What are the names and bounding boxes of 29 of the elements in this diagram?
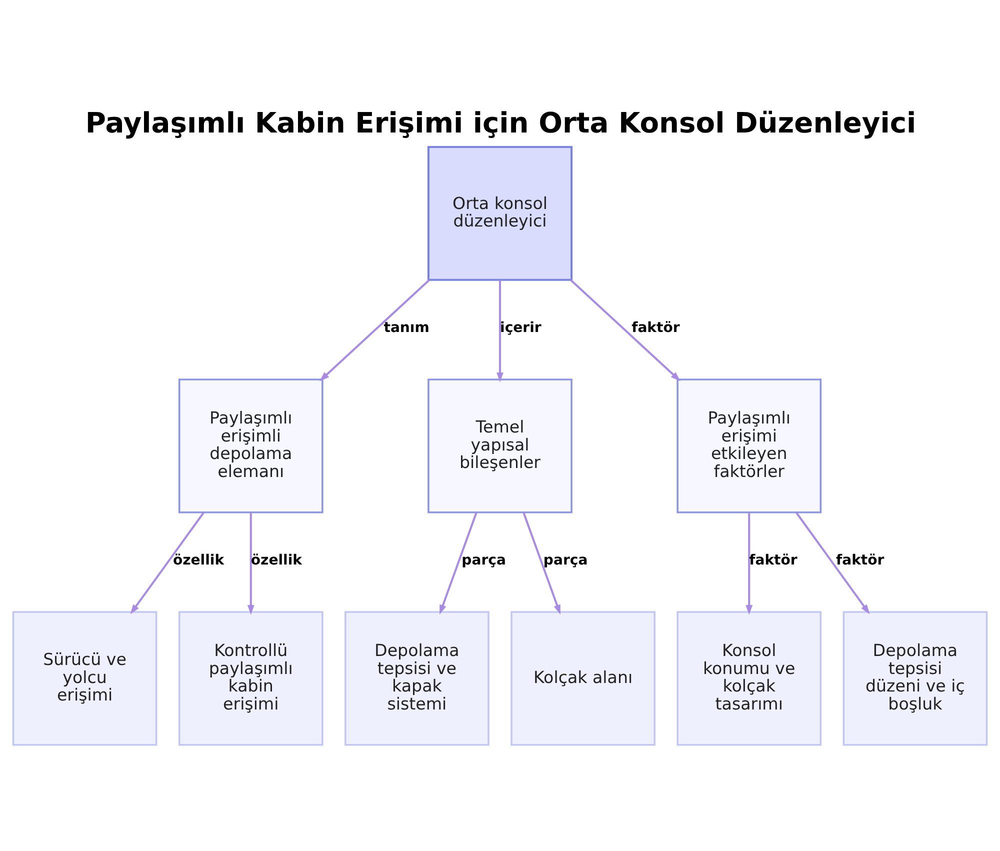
- arrow: [570, 279, 680, 382]
- edge-label: özellik: [172, 552, 224, 568]
- node-box: Depolama tepsisi ve kapak sistemi: [344, 611, 490, 746]
- arrow: [247, 512, 254, 615]
- edge-label: faktör: [632, 320, 680, 336]
- edge-label: parça: [462, 552, 506, 568]
- node-box: Paylaşımlı erişimli depolama elemanı: [178, 378, 324, 514]
- arrow: [496, 280, 504, 382]
- diagram-title: Paylaşımlı Kabin Erişimi için Orta Konsol Düzenleyici: [85, 106, 916, 140]
- arrow: [746, 512, 753, 615]
- edge-label: özellik: [250, 552, 302, 568]
- edge-label: içerir: [500, 320, 542, 336]
- arrow: [320, 279, 430, 382]
- edge-label: faktör: [749, 552, 798, 568]
- arrow: [522, 512, 560, 615]
- node-box: Depolama tepsisi düzeni ve iç boşluk: [842, 611, 988, 746]
- edge-label: parça: [543, 552, 588, 568]
- node-box: Temel yapısal bileşenler: [428, 378, 572, 514]
- node-box: Kolçak alanı: [510, 611, 656, 746]
- arrow: [795, 512, 870, 614]
- edge-label: tanım: [384, 320, 430, 336]
- arrow: [130, 512, 205, 614]
- edge-label: faktör: [836, 552, 884, 568]
- node-box: Sürücü ve yolcu erişimi: [12, 611, 158, 746]
- node-box: Orta konsol düzenleyici: [427, 146, 573, 281]
- node-box: Kontrollü paylaşımlı kabin erişimi: [178, 611, 324, 746]
- arrow: [440, 512, 478, 615]
- node-box: Konsol konumu ve kolçak tasarımı: [676, 611, 822, 746]
- node-box: Paylaşımlı erişimi etkileyen faktörler: [676, 378, 822, 514]
